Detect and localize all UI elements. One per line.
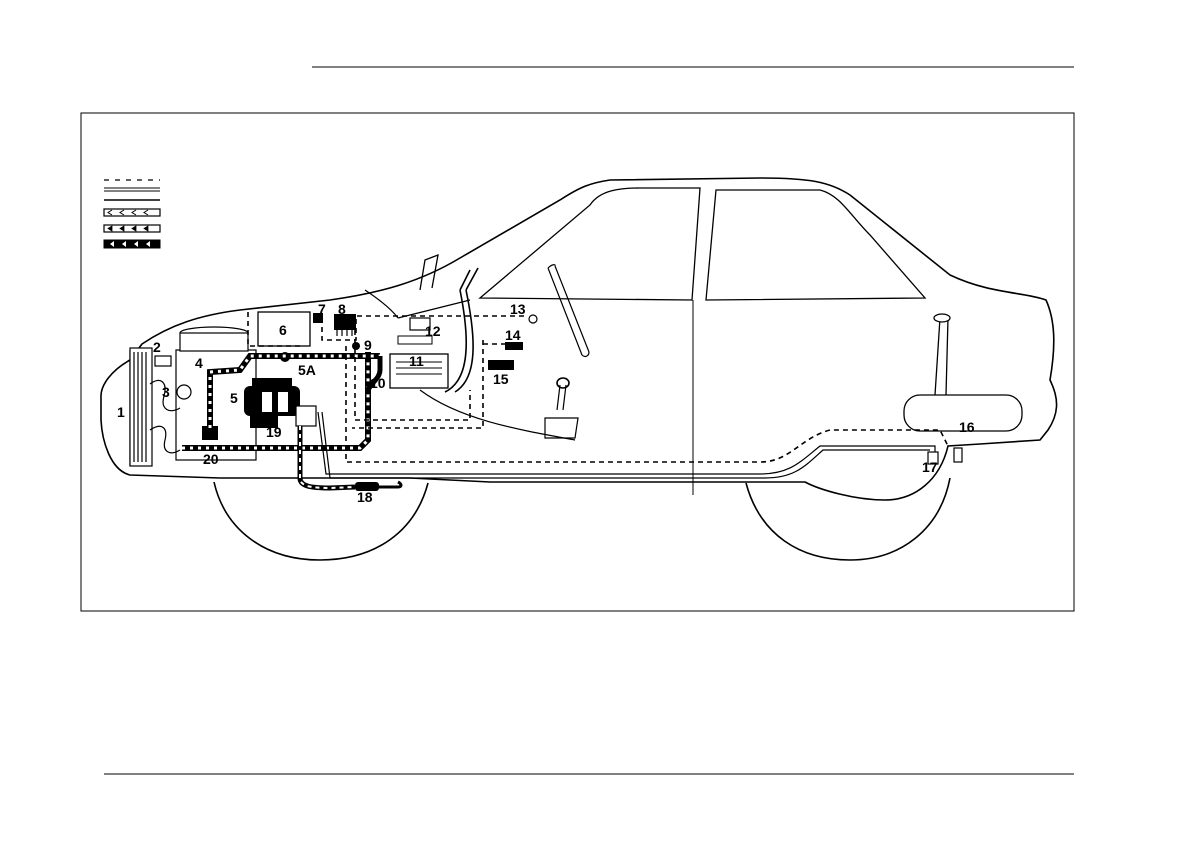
heater-body: [244, 378, 300, 416]
callout-6: 6: [279, 322, 287, 338]
callout-5: 5: [230, 390, 238, 406]
timer-switch: [505, 342, 523, 350]
hose-clip-2: [155, 356, 171, 366]
callout-12: 12: [425, 323, 441, 339]
callout-16: 16: [959, 419, 975, 435]
callout-14: 14: [505, 327, 521, 343]
callout-8: 8: [338, 301, 346, 317]
legend-filled-arrow-line: [104, 240, 160, 248]
fuel-tank: [904, 314, 1022, 431]
defrost-duct: [420, 255, 438, 290]
steering-wheel: [548, 265, 589, 357]
callout-1: 1: [117, 404, 125, 420]
callout-11: 11: [409, 353, 424, 369]
radiator: [130, 348, 152, 466]
windscreen-line: [365, 290, 398, 318]
callout-3: 3: [162, 384, 170, 400]
expansion-tank: [177, 385, 191, 399]
legend-half-arrow-line: [104, 225, 160, 232]
water-valve: [202, 426, 218, 440]
fuel-line-inner: [322, 412, 930, 478]
callout-19: 19: [266, 424, 282, 440]
callout-7: 7: [318, 301, 326, 317]
line-type-legend: [104, 180, 160, 248]
callout-20: 20: [203, 451, 219, 467]
callout-10: 10: [370, 375, 386, 391]
temperature-sensor: [529, 315, 537, 323]
callout-17: 17: [922, 459, 938, 475]
legend-open-arrow-line: [104, 209, 160, 216]
gear-knob: [557, 378, 569, 388]
callout-18: 18: [357, 489, 373, 505]
fuel-filter: [954, 448, 962, 462]
callout-9: 9: [364, 337, 372, 353]
fuel-line: [318, 412, 935, 474]
front-window: [480, 188, 700, 300]
connector-9: [352, 342, 360, 350]
rear-window: [706, 190, 925, 300]
callout-2: 2: [153, 339, 161, 355]
air-duct: [445, 268, 478, 392]
callout-4: 4: [195, 355, 203, 371]
gear-shift: [545, 385, 578, 438]
control-unit: [334, 314, 356, 336]
callout-13: 13: [510, 301, 526, 317]
exhaust-tail: [379, 482, 401, 487]
callout-15: 15: [493, 371, 509, 387]
legend-thin-double-line: [104, 188, 160, 191]
callout-5a: 5A: [298, 362, 316, 378]
front-wheel-arch: [214, 482, 428, 560]
figure-frame: [81, 113, 1074, 611]
indicator-panel: [488, 360, 514, 370]
